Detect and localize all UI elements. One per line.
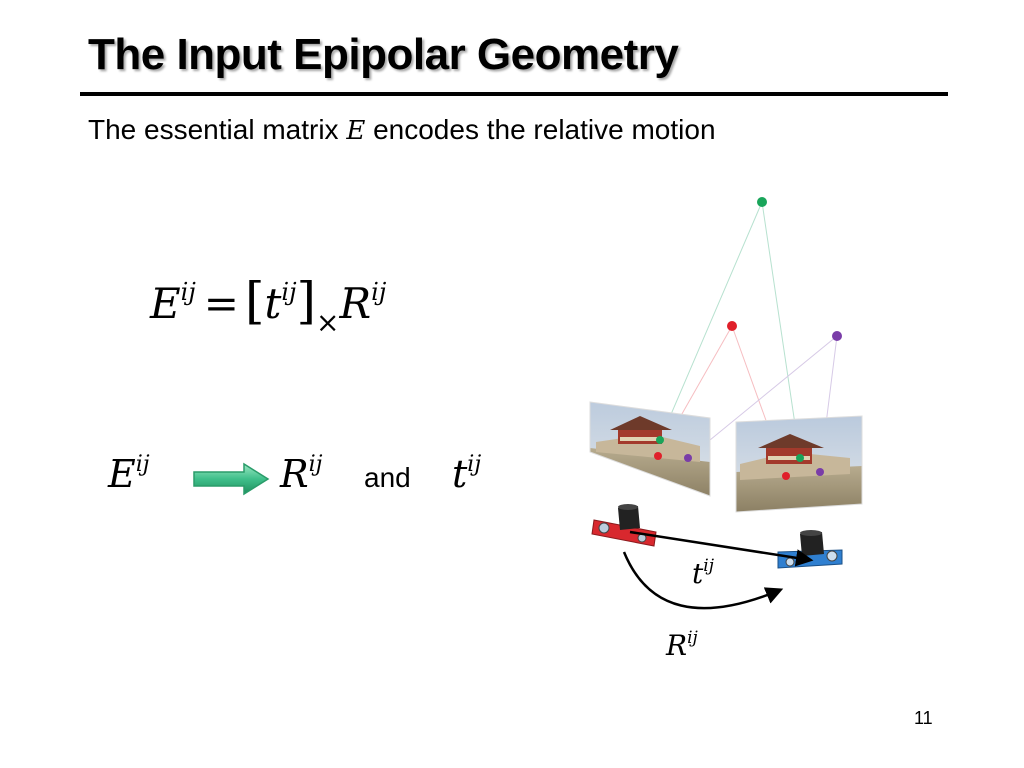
diagram-label-r: Rij: [666, 628, 698, 662]
point-3d-red: [727, 321, 737, 331]
decomp-t-symbol: t: [452, 452, 468, 496]
proj-right-purple: [816, 468, 824, 476]
eq-bracket-close: ]: [296, 272, 317, 330]
and-word: and: [364, 462, 411, 493]
proj-left-red: [654, 452, 662, 460]
proj-left-purple: [684, 454, 692, 462]
diagram-label-t: tij: [692, 556, 714, 590]
subtitle-text-post: encodes the relative motion: [365, 114, 716, 145]
eq-t-sup: ij: [281, 278, 297, 306]
diagram-r-symbol: R: [666, 629, 688, 662]
decomp-t-sup: ij: [467, 452, 482, 477]
eq-r-sup: ij: [371, 278, 387, 306]
decomp-e-sup: ij: [135, 452, 150, 477]
eq-lhs-sup: ij: [180, 278, 196, 306]
decomp-e: Eij: [108, 452, 150, 496]
proj-left-green: [656, 436, 664, 444]
eq-lhs-e: E: [150, 279, 181, 328]
eq-r: R: [339, 279, 372, 328]
slide-title: The Input Epipolar Geometry: [88, 30, 679, 79]
left-camera-icon: [591, 504, 657, 547]
eq-bracket-open: [: [245, 272, 265, 330]
page-number: 11: [914, 708, 933, 728]
point-3d-purple: [832, 331, 842, 341]
decomp-r: Rij: [280, 452, 322, 496]
proj-right-red: [782, 472, 790, 480]
eq-cross: ×: [316, 306, 340, 339]
projection-rays: [657, 201, 838, 477]
proj-right-green: [796, 454, 804, 462]
green-arrow-icon: [193, 462, 270, 496]
title-rule: [80, 92, 948, 96]
diagram-r-sup: ij: [687, 628, 698, 648]
translation-arrow: [629, 530, 814, 567]
rotation-arrow: [622, 551, 784, 610]
epipolar-diagram: [589, 197, 863, 610]
essential-matrix-equation: Eij=[tij]×Rij: [150, 272, 386, 339]
decomp-t: tij: [452, 452, 481, 496]
subtitle-text-pre: The essential matrix: [88, 114, 347, 145]
eq-t: t: [264, 279, 282, 328]
diagram-t-symbol: t: [692, 557, 704, 590]
right-view-image: [736, 416, 862, 512]
subtitle-symbol-e: E: [346, 116, 366, 146]
right-camera-icon: [777, 530, 843, 569]
point-3d-green: [757, 197, 767, 207]
diagram-t-sup: ij: [703, 556, 714, 576]
decomp-e-symbol: E: [108, 452, 136, 496]
decomp-r-symbol: R: [280, 452, 309, 496]
eq-equals: =: [203, 279, 239, 328]
decomp-r-sup: ij: [308, 452, 323, 477]
subtitle: The essential matrix E encodes the relat…: [88, 114, 716, 146]
